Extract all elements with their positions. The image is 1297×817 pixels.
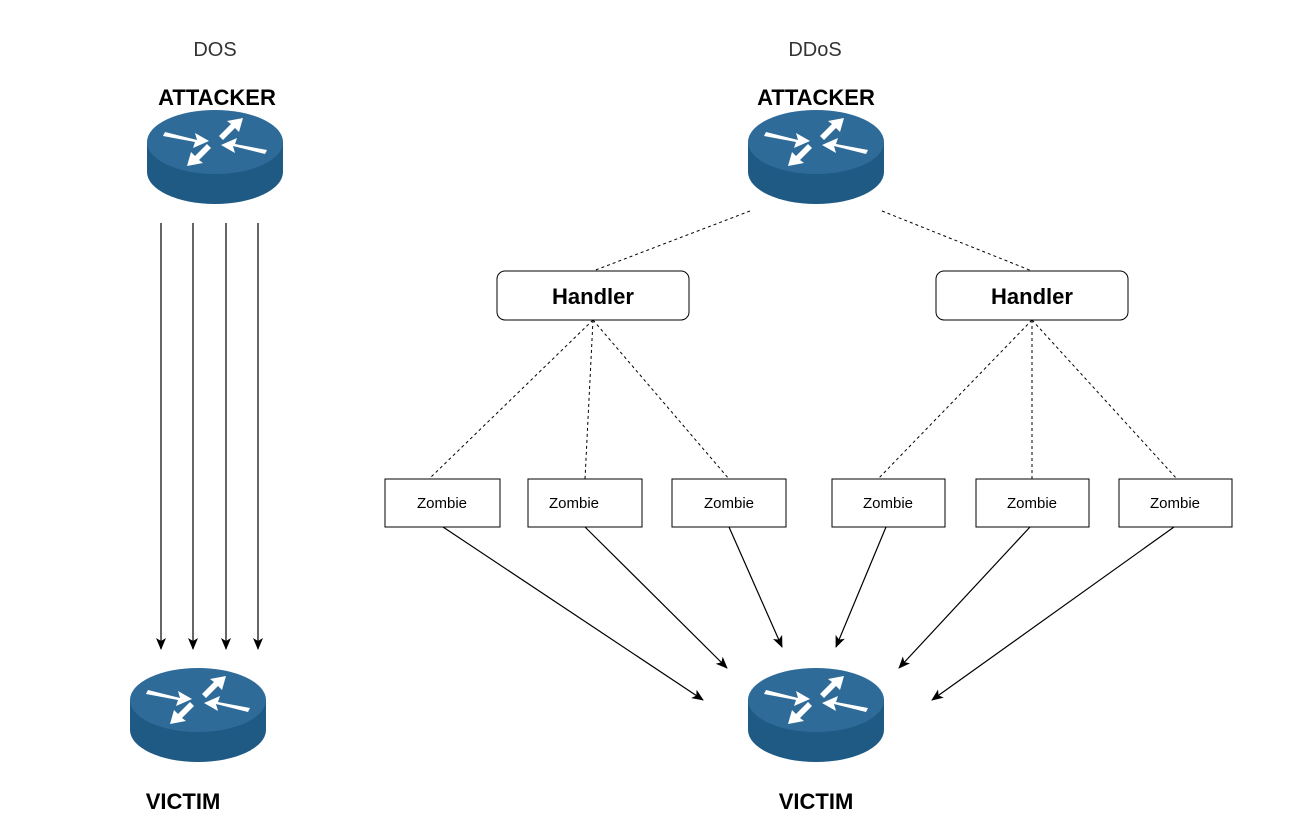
zombie-label: Zombie <box>417 495 467 512</box>
zombie-label: Zombie <box>863 495 913 512</box>
ddos-attacker-label: ATTACKER <box>757 85 875 110</box>
zombie-node: Zombie <box>831 478 946 528</box>
zombie-label: Zombie <box>704 495 754 512</box>
zombie-attack-arrow <box>728 526 783 648</box>
handler-to-zombie-links <box>428 319 1178 480</box>
handler-node: Handler <box>496 270 690 321</box>
attacker-to-handler-link <box>881 210 1033 272</box>
zombie-attack-arrow <box>835 526 887 648</box>
zombie-node: Zombie <box>975 478 1090 528</box>
handler-node: Handler <box>935 270 1129 321</box>
ddos-title: DDoS <box>788 39 841 61</box>
zombie-attack-arrow <box>584 526 728 669</box>
zombie-node: Zombie <box>1118 478 1233 528</box>
zombie-label: Zombie <box>1007 495 1057 512</box>
dos-attack-arrows <box>156 223 263 650</box>
handler-to-zombie-link <box>1031 319 1178 480</box>
handler-to-zombie-link <box>592 319 730 480</box>
zombie-attack-arrow <box>442 526 704 701</box>
dos-attacker-router-icon <box>147 110 283 204</box>
dos-victim-router-icon <box>130 668 266 762</box>
zombie-attack-arrow <box>898 526 1031 669</box>
zombie-node: Zombie <box>384 478 501 528</box>
handler-to-zombie-link <box>428 319 594 480</box>
handler-to-zombie-link <box>877 319 1033 480</box>
ddos-attacker-router-icon <box>748 110 884 204</box>
attacker-to-handler-link <box>592 210 751 272</box>
zombie-label: Zombie <box>1150 495 1200 512</box>
zombie-to-victim-arrows <box>442 526 1175 701</box>
dos-attacker-label: ATTACKER <box>158 85 276 110</box>
ddos-victim-label: VICTIM <box>779 789 854 814</box>
zombie-label: Zombie <box>549 495 599 512</box>
dos-victim-label: VICTIM <box>146 789 221 814</box>
handler-label: Handler <box>991 284 1073 309</box>
zombie-attack-arrow <box>931 526 1175 701</box>
handler-label: Handler <box>552 284 634 309</box>
handler-to-zombie-link <box>584 319 594 480</box>
dos-title: DOS <box>193 39 236 61</box>
ddos-victim-router-icon <box>748 668 884 762</box>
zombie-node: Zombie <box>527 478 643 528</box>
zombie-node: Zombie <box>671 478 787 528</box>
